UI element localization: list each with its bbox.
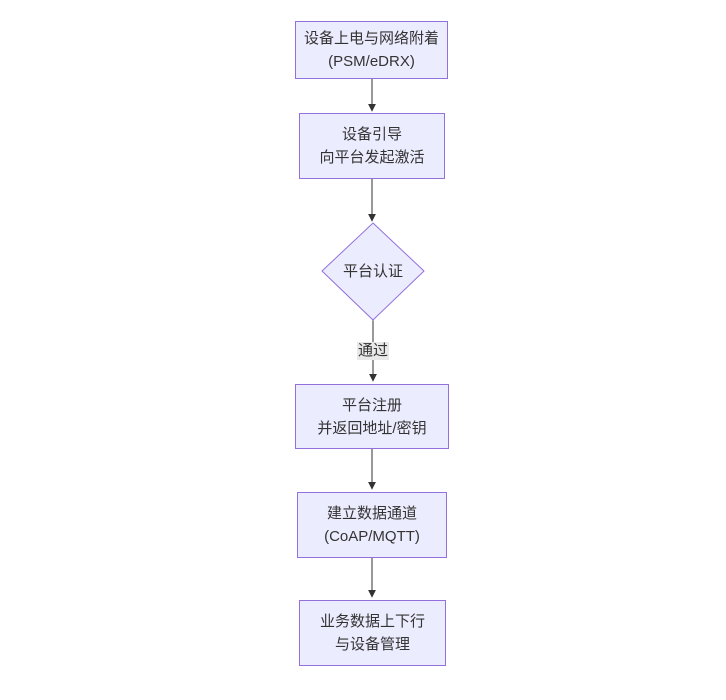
decision-diamond-platform-auth: [321, 222, 425, 321]
node-label-line: 设备上电与网络附着: [303, 30, 439, 47]
node-label-line: 与设备管理: [334, 636, 410, 653]
node-label-line: (CoAP/MQTT): [324, 528, 420, 545]
node-bootstrap: 设备引导 向平台发起激活: [299, 113, 445, 179]
node-label-line: 平台认证: [342, 263, 403, 280]
node-label-line: 建立数据通道: [326, 505, 417, 522]
edge-label-pass: 通过: [356, 342, 390, 360]
node-label-line: 向平台发起激活: [319, 149, 425, 166]
node-label-line: 并返回地址/密钥: [317, 419, 427, 437]
node-label-line: 平台注册: [341, 396, 402, 414]
node-data-channel: 建立数据通道 (CoAP/MQTT): [297, 492, 447, 558]
node-platform-auth-label: 平台认证: [323, 260, 423, 283]
node-platform-register: 平台注册 并返回地址/密钥: [295, 384, 449, 449]
node-label-line: 业务数据上下行: [319, 613, 425, 630]
node-power-on-attach: 设备上电与网络附着 (PSM/eDRX): [295, 21, 448, 79]
node-business-data: 业务数据上下行 与设备管理: [299, 600, 446, 666]
node-label-line: 设备引导: [341, 126, 402, 143]
node-label-line: (PSM/eDRX): [328, 53, 415, 70]
